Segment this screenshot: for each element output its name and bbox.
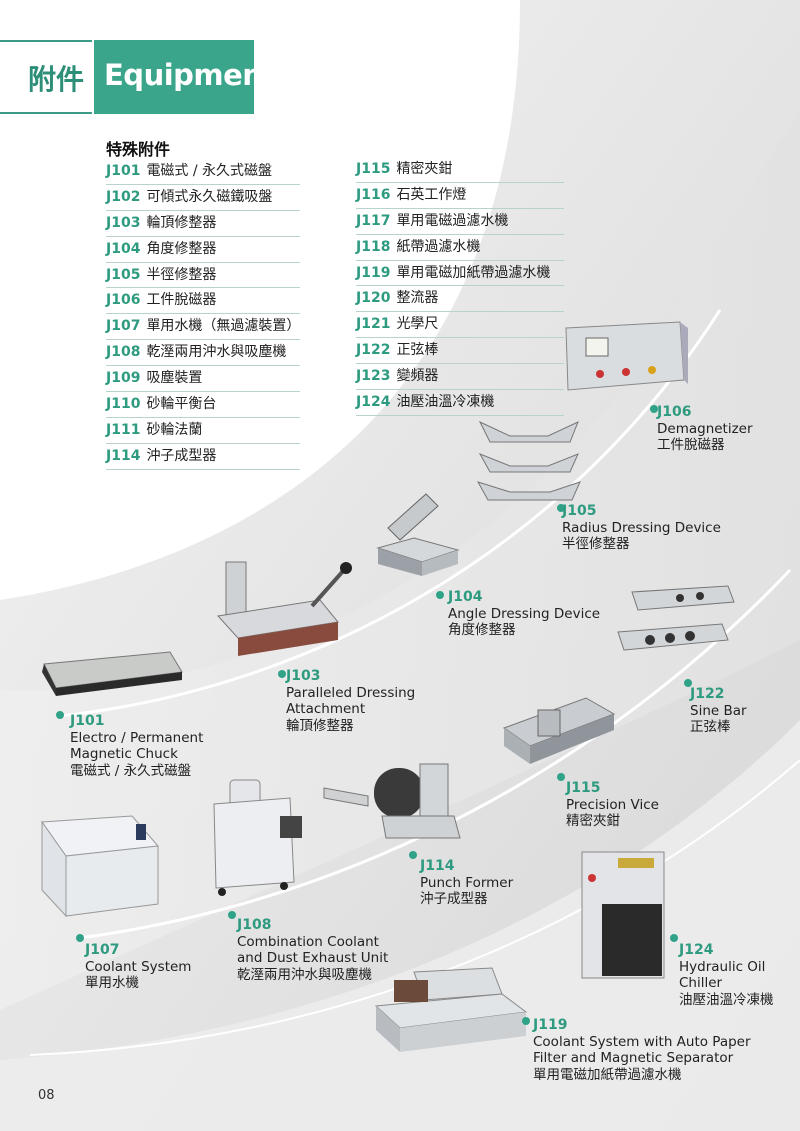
callout-dot — [228, 911, 236, 919]
header-title-en: Equipment — [104, 58, 276, 92]
coolant-system-image — [41, 815, 160, 918]
callout-dot — [76, 934, 84, 942]
sine-bar-image — [617, 585, 735, 651]
callout-dot — [557, 504, 565, 512]
list-title: 特殊附件 — [106, 140, 171, 159]
header-title-zh: 附件 — [28, 63, 85, 96]
paralleled-dressing-image — [217, 561, 352, 656]
callout-dot — [522, 1017, 530, 1025]
callout-dot — [557, 773, 565, 781]
precision-vice-image — [502, 697, 616, 764]
coolant-dust-unit-image — [213, 779, 302, 896]
magnetic-chuck-image — [42, 651, 183, 696]
coolant-paper-filter-image — [374, 967, 528, 1052]
callout-dot — [56, 711, 64, 719]
callout-dot — [650, 405, 658, 413]
angle-dressing-image — [376, 493, 460, 576]
demagnetizer-image — [565, 321, 688, 391]
callout-dot — [670, 934, 678, 942]
page-number: 08 — [38, 1088, 55, 1103]
punch-former-image — [323, 763, 461, 839]
header-left-box — [0, 40, 92, 114]
callout-dot — [409, 851, 417, 859]
callout-dot — [684, 679, 692, 687]
callout-dot — [436, 591, 444, 599]
header-right-box — [94, 40, 254, 114]
oil-chiller-image — [581, 851, 665, 979]
radius-dressing-image — [476, 420, 581, 501]
callout-dot — [278, 670, 286, 678]
